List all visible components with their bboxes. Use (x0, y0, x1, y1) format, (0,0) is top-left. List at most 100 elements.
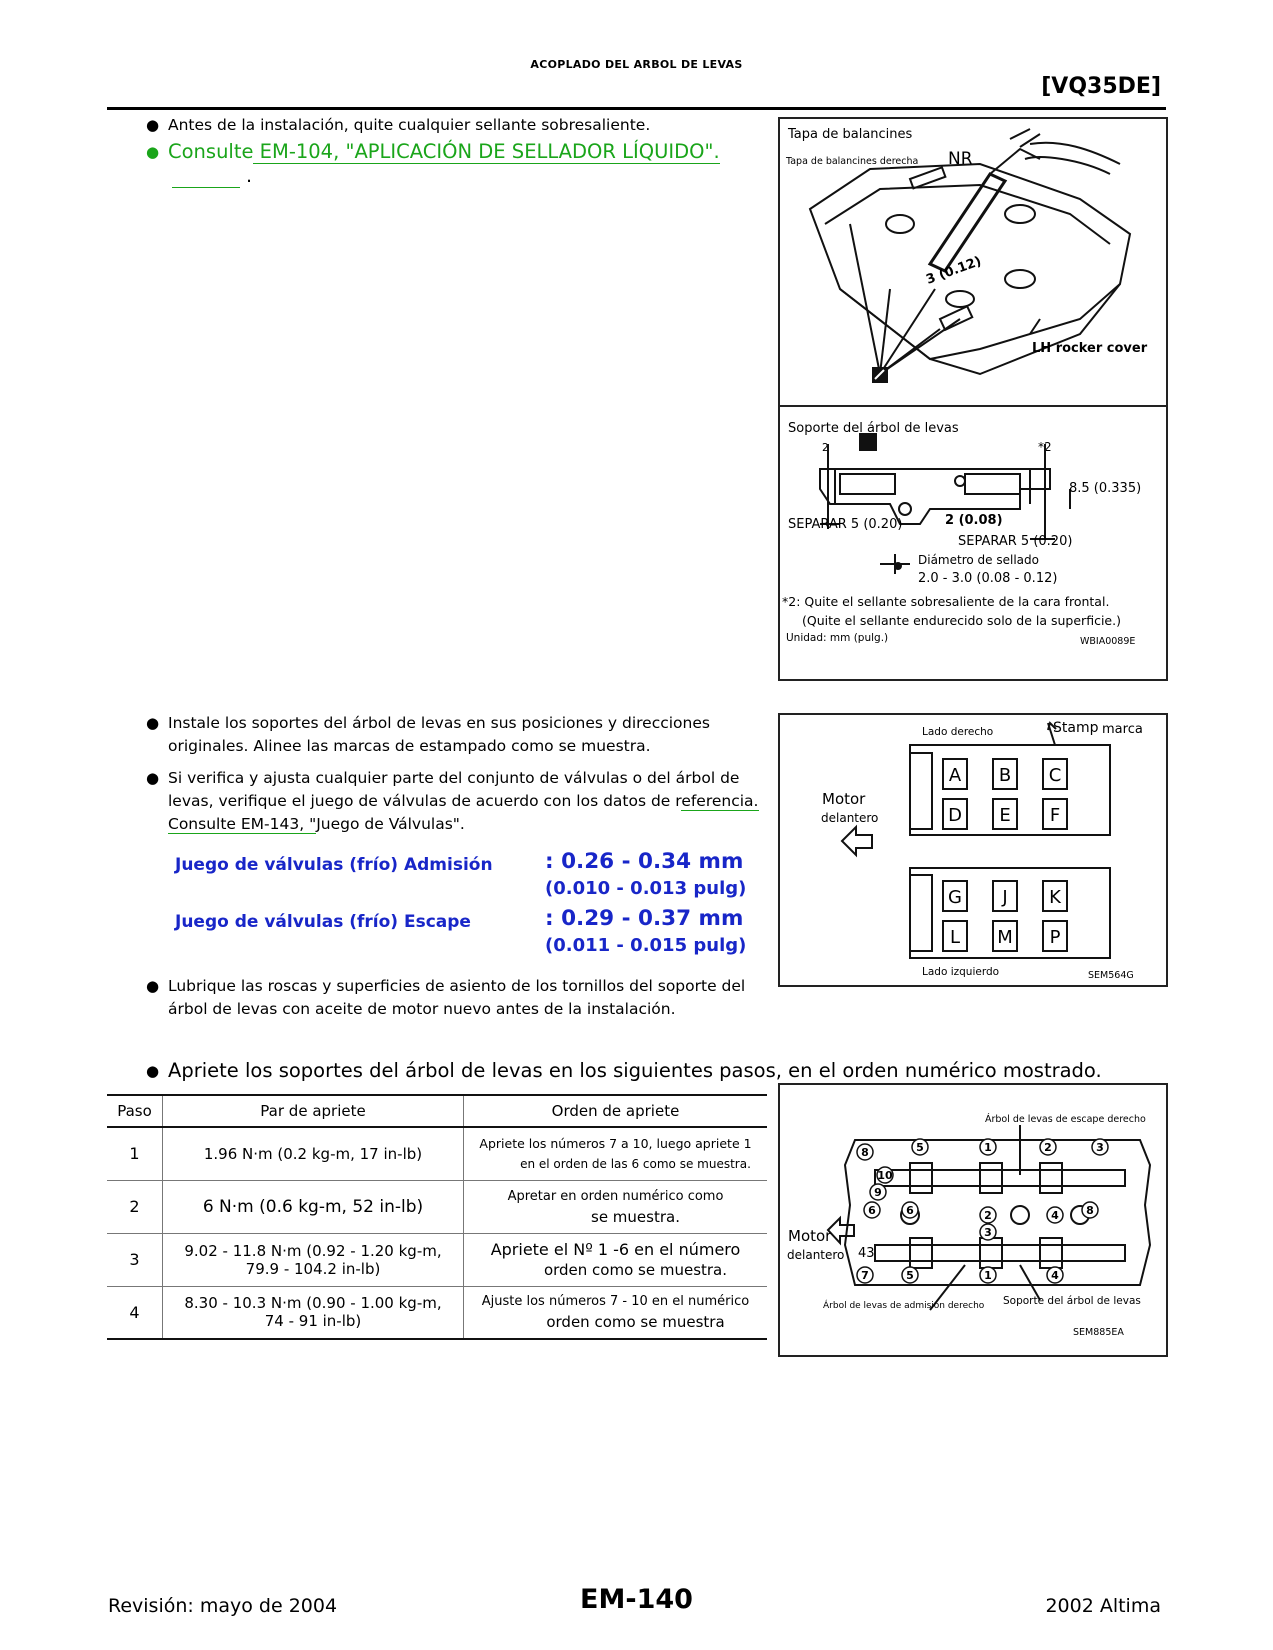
order-circle (876, 1166, 894, 1184)
bullet-check-valve: Si verifica y ajusta cualquier parte del… (146, 767, 768, 836)
order-circle (979, 1266, 997, 1284)
stamp-box (1042, 758, 1068, 790)
order-line-1: Apretar en orden numérico como (507, 1188, 724, 1204)
order-number: 5 (916, 1141, 924, 1154)
fig1-divider (780, 405, 1166, 407)
fig1b-seal-value: 2.0 - 3.0 (0.08 - 0.12) (918, 571, 1058, 586)
stamp-letter: A (949, 765, 962, 786)
spec-intake-label: Juego de válvulas (frío) Admisión (175, 855, 493, 875)
order-number: 3 (984, 1226, 992, 1239)
fig1-title: Tapa de balancines (788, 127, 913, 142)
order-number: 3 (1096, 1141, 1104, 1154)
step-cell: 1 (107, 1127, 163, 1181)
order-circle (856, 1143, 874, 1161)
stamp-letter: P (1050, 927, 1061, 948)
order-number: 6 (906, 1204, 914, 1217)
col-order: Orden de apriete (463, 1094, 767, 1128)
torque-line-1: 8.30 - 10.3 N·m (0.90 - 1.00 kg-m, (184, 1294, 442, 1313)
torque-cell: 9.02 - 11.8 N·m (0.92 - 1.20 kg-m,79.9 -… (162, 1233, 464, 1287)
em104-link[interactable]: EM-104, "APLICACIÓN DE SELLADOR LÍQUIDO"… (253, 140, 720, 164)
fig3-intake: Árbol de levas de admisión derecho (823, 1301, 985, 1311)
bullet-text: Apriete los soportes del árbol de levas … (168, 1059, 1102, 1082)
fig1b-sep1: SEPARAR 5 (0.20) (788, 517, 903, 532)
order-line-1: Apriete los números 7 a 10, luego apriet… (479, 1135, 752, 1151)
order-circle (1091, 1138, 1109, 1156)
order-circle (1046, 1266, 1064, 1284)
spec-intake-value-inch: (0.010 - 0.013 pulg) (545, 878, 747, 899)
fig2-code: SEM564G (1088, 970, 1134, 981)
order-circle (901, 1201, 919, 1219)
stamp-letter: M (997, 927, 1013, 948)
order-line-2: orden como se muestra. (543, 1260, 728, 1279)
col-step: Paso (107, 1094, 163, 1128)
figure-tightening-order: Árbol de levas de escape derecho 8 5 1 2 3 6 9… (778, 1083, 1168, 1357)
spec-exhaust-value-inch: (0.011 - 0.015 pulg) (545, 935, 747, 956)
bullet-install-brackets: Instale los soportes del árbol de levas … (146, 712, 768, 758)
order-circle (856, 1266, 874, 1284)
fig1b-title: Soporte del árbol de levas (788, 421, 959, 436)
fig3-motor: Motor (788, 1227, 832, 1245)
fig3-num43: 43 (858, 1246, 875, 1261)
torque-line-2: 74 - 91 in-lb) (264, 1312, 362, 1331)
order-number: 1 (984, 1269, 992, 1282)
footer-page-number: EM-140 (580, 1584, 693, 1615)
order-line-1: Ajuste los números 7 - 10 en el numérico (481, 1294, 750, 1310)
order-line-2: en el orden de las 6 como se muestra. (520, 1156, 751, 1171)
fig1-right-cover: Tapa de balancines derecha (786, 156, 919, 167)
fig1b-note1: *2: Quite el sellante sobresaliente de l… (782, 594, 1110, 609)
order-circle (911, 1138, 929, 1156)
order-cell: Apriete los números 7 a 10, luego apriet… (463, 1127, 767, 1181)
figure-stamp-marks: Lado derecho Stamp marca Motor delantero… (778, 713, 1168, 987)
link-underline (172, 165, 240, 188)
order-number: 8 (1086, 1204, 1094, 1217)
order-line-2: orden como se muestra (546, 1313, 725, 1332)
table-row: 1 1.96 N·m (0.2 kg-m, 17 in-lb) Apriete lo… (107, 1127, 767, 1181)
order-circle (979, 1138, 997, 1156)
stamp-box (1042, 920, 1068, 952)
stamp-letter: D (948, 805, 962, 826)
order-circle (1046, 1206, 1064, 1224)
fig2-stamp: Stamp (1053, 720, 1099, 736)
front-arrow-icon (840, 824, 873, 858)
stamp-letter: J (1001, 887, 1007, 908)
torque-line-2: 79.9 - 104.2 in-lb) (245, 1259, 381, 1278)
stamp-letter: F (1050, 805, 1060, 826)
order-number: 9 (874, 1186, 882, 1199)
bullet-text: Lubrique las roscas y superficies de asi… (168, 977, 746, 1018)
em143-link[interactable]: eferencia. Consulte EM-143, " (168, 792, 759, 834)
order-number: 2 (1044, 1141, 1052, 1154)
bullet-text: Instale los soportes del árbol de levas … (168, 714, 710, 755)
stamp-box (942, 758, 968, 790)
header-rule (107, 107, 1166, 110)
torque-line-1: 6 N·m (0.6 kg-m, 52 in-lb) (202, 1196, 424, 1217)
stamp-box (1042, 880, 1068, 912)
fig1b-unit: Unidad: mm (pulg.) (786, 632, 889, 644)
fig1b-n2: 2 (822, 442, 829, 454)
torque-line-1: 1.96 N·m (0.2 kg-m, 17 in-lb) (203, 1144, 423, 1163)
fig3-exhaust: Árbol de levas de escape derecho (985, 1114, 1146, 1125)
fig1b-note2: (Quite el sellante endurecido solo de la… (802, 613, 1121, 628)
order-circle (1039, 1138, 1057, 1156)
order-line-2: se muestra. (591, 1207, 680, 1226)
section-title: ACOPLADO DEL ARBOL DE LEVAS (530, 58, 743, 71)
order-number: 7 (861, 1269, 869, 1282)
spec-exhaust-value: : 0.29 - 0.37 mm (545, 906, 744, 931)
fig1b-dim2: 2 (0.08) (945, 513, 1003, 528)
order-number: 5 (906, 1269, 914, 1282)
order-circle (1081, 1201, 1099, 1219)
order-cell: Apretar en orden numérico como se muestra… (463, 1180, 767, 1234)
fig2-right-side: Lado derecho (922, 726, 994, 738)
stamp-box (992, 880, 1018, 912)
figure-rocker-cover: Tapa de balancines Tapa de balancines de… (778, 117, 1168, 681)
order-circle (869, 1183, 887, 1201)
order-circle (863, 1201, 881, 1219)
bullet-text: Antes de la instalación, quite cualquier… (168, 116, 651, 134)
order-number: 8 (861, 1146, 869, 1159)
stamp-box (992, 758, 1018, 790)
torque-line-1: 9.02 - 11.8 N·m (0.92 - 1.20 kg-m, (184, 1241, 442, 1260)
consult-label: Consulte (168, 140, 254, 163)
fig2-left-side: Lado izquierdo (922, 966, 1000, 978)
